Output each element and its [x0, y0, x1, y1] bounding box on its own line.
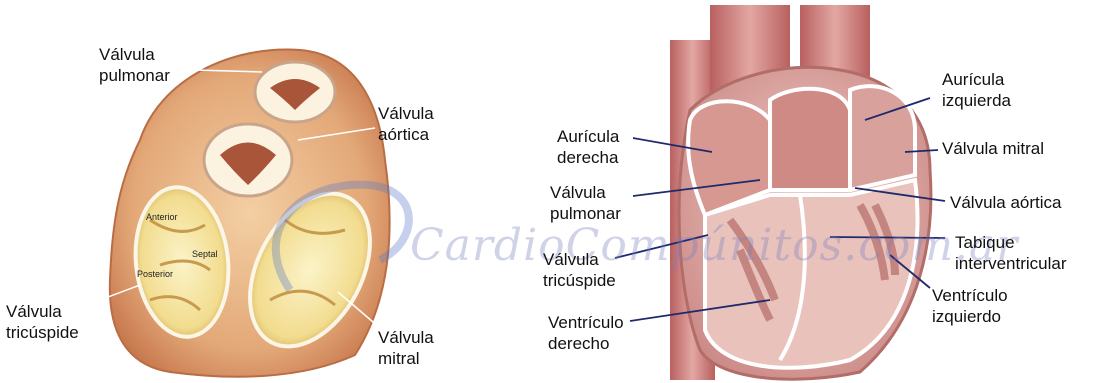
label-aortic-valve-left: Válvula aórtica — [378, 103, 434, 145]
central-chamber — [770, 89, 850, 190]
label-tricuspid-valve-left: Válvula tricúspide — [6, 301, 79, 343]
label-pulmonary-valve-right: Válvula pulmonar — [550, 182, 621, 224]
leaflet-label-posterior: Posterior — [137, 269, 173, 279]
leaflet-label-anterior: Anterior — [146, 212, 178, 222]
label-aortic-valve-right: Válvula aórtica — [950, 192, 1062, 213]
label-right-atrium: Aurícula derecha — [557, 126, 619, 168]
label-pulmonary-valve-left: Válvula pulmonar — [99, 44, 170, 86]
left-atrium-wall — [850, 86, 915, 190]
leaflet-label-septal: Septal — [192, 249, 218, 259]
label-right-ventricle: Ventrículo derecho — [548, 312, 624, 354]
label-mitral-valve-left: Válvula mitral — [378, 327, 434, 369]
label-mitral-valve-right: Válvula mitral — [942, 138, 1044, 159]
label-left-atrium: Aurícula izquierda — [942, 69, 1011, 111]
label-tricuspid-valve-right: Válvula tricúspide — [543, 249, 616, 291]
watermark-text: CardioCompúnitos.com.ar — [410, 220, 1018, 271]
label-left-ventricle: Ventrículo izquierdo — [932, 285, 1008, 327]
label-interventricular-septum: Tabique interventricular — [955, 232, 1067, 274]
